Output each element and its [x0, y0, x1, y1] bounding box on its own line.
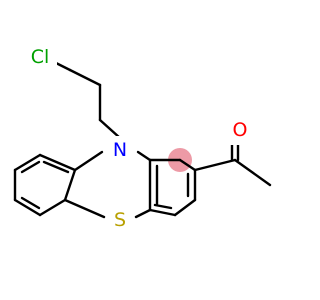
bond-carbonyl-methyl	[233, 158, 272, 187]
bond-right-ring-4	[173, 198, 197, 217]
oxygen-label-mask	[227, 117, 253, 145]
bond-left-ring-3-inner	[20, 196, 41, 210]
bond-n-c4a	[73, 150, 104, 172]
chlorine-atom-label: Cl	[31, 46, 50, 68]
bond-left-ring-6	[38, 153, 77, 172]
chlorine-label-mask	[23, 44, 57, 70]
nitrogen-atom-label: N	[113, 139, 127, 161]
sulfur-label-mask	[108, 206, 132, 234]
bond-left-ring-6-inner	[42, 160, 70, 174]
bond-left-ring-2	[38, 198, 67, 217]
oxygen-atom-label: O	[233, 119, 248, 141]
bond-c5a-s	[63, 198, 106, 219]
bond-right-ring-5	[148, 208, 177, 217]
bond-c3-n	[98, 118, 122, 140]
bond-left-ring-1	[63, 168, 77, 202]
bond-ring-carbonyl	[193, 158, 237, 172]
bond-right-ring-5-inner	[153, 203, 173, 210]
bond-left-ring-5-inner	[20, 160, 41, 174]
bond-n-c10a	[136, 150, 152, 162]
bond-s-c9a	[134, 208, 152, 219]
bond-c1-c2	[68, 68, 102, 87]
atom-labels: Cl N S O	[23, 44, 253, 234]
bond-left-ring-3	[13, 198, 42, 217]
nitrogen-label-mask	[108, 136, 132, 164]
molecule-structure: Cl N S O	[13, 44, 272, 234]
bond-left-ring-5	[13, 153, 42, 172]
bond-network	[13, 58, 272, 219]
sulfur-atom-label: S	[114, 209, 126, 231]
bond-right-ring-2	[178, 158, 197, 172]
